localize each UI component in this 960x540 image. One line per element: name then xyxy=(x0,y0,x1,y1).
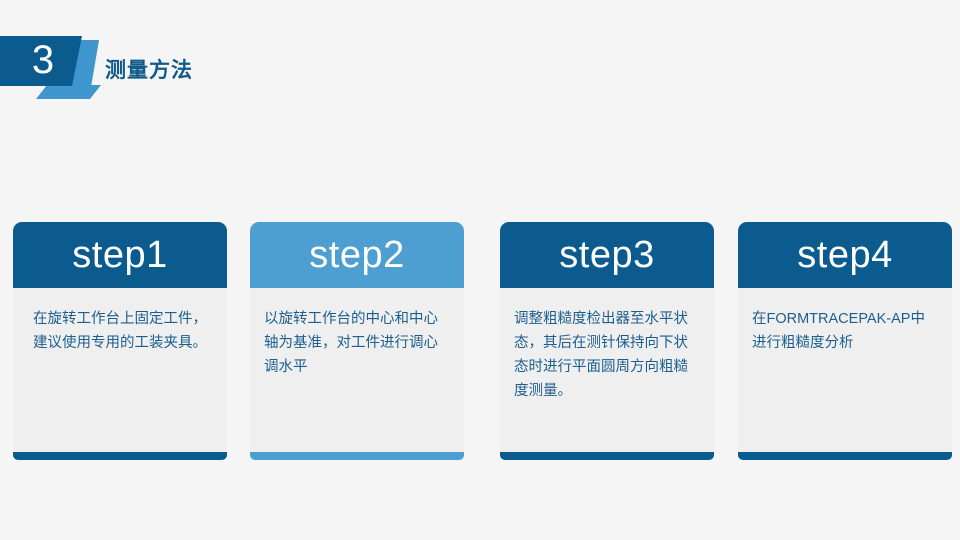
step-card-3-footer-bar xyxy=(500,452,714,460)
header-number-parallelogram-icon xyxy=(0,36,82,86)
step-card-2-body: 以旋转工作台的中心和中心轴为基准，对工件进行调心调水平 xyxy=(250,288,464,452)
step-card-1-header: step1 xyxy=(13,222,227,288)
header-parallelogram-group xyxy=(0,36,101,99)
step-card-3-header: step3 xyxy=(500,222,714,288)
step-card-4-footer-bar xyxy=(738,452,952,460)
step-card-2-header: step2 xyxy=(250,222,464,288)
step-card-4[interactable]: step4 在FORMTRACEPAK-AP中进行粗糙度分析 xyxy=(738,222,952,460)
step-card-4-header: step4 xyxy=(738,222,952,288)
step-card-2-footer-bar xyxy=(250,452,464,460)
step-card-3[interactable]: step3 调整粗糙度检出器至水平状态，其后在测针保持向下状态时进行平面圆周方向… xyxy=(500,222,714,460)
step-card-3-body: 调整粗糙度检出器至水平状态，其后在测针保持向下状态时进行平面圆周方向粗糙度测量。 xyxy=(500,288,714,452)
step-card-2[interactable]: step2 以旋转工作台的中心和中心轴为基准，对工件进行调心调水平 xyxy=(250,222,464,460)
steps-row: step1 在旋转工作台上固定工件，建议使用专用的工装夹具。 step2 以旋转… xyxy=(0,222,960,462)
step-card-1[interactable]: step1 在旋转工作台上固定工件，建议使用专用的工装夹具。 xyxy=(13,222,227,460)
step-card-1-body: 在旋转工作台上固定工件，建议使用专用的工装夹具。 xyxy=(13,288,227,452)
step-card-4-body: 在FORMTRACEPAK-AP中进行粗糙度分析 xyxy=(738,288,952,452)
step-card-1-footer-bar xyxy=(13,452,227,460)
page-title: 测量方法 xyxy=(105,59,193,82)
header-decorative-shapes xyxy=(0,0,320,120)
slide-header: 3 测量方法 xyxy=(0,0,960,120)
